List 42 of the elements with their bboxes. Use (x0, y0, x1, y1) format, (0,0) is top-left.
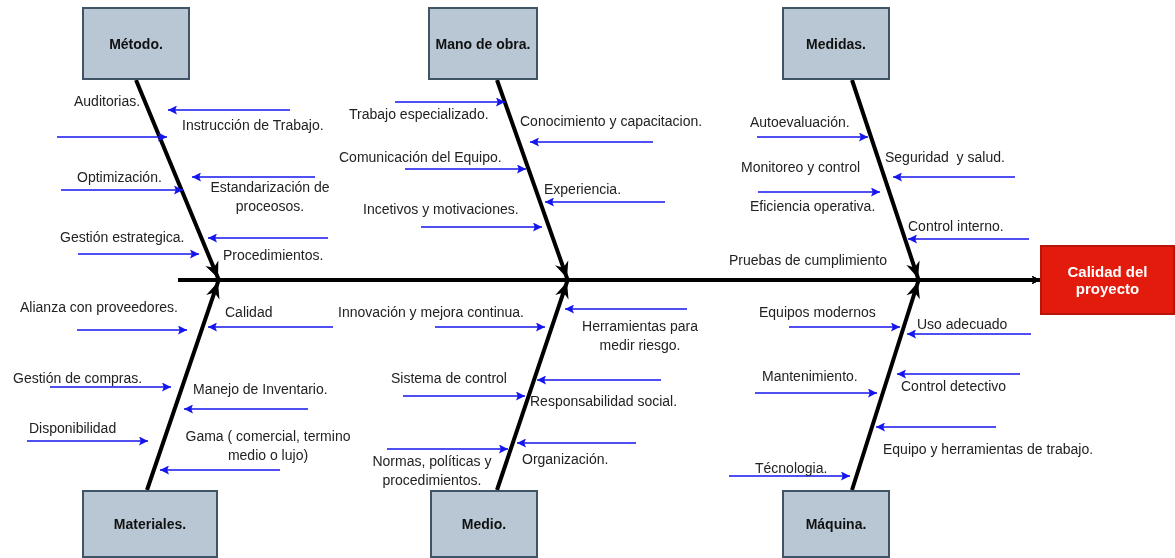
cause-label: Calidad (225, 303, 273, 322)
cause-label: Seguridad y salud. (885, 148, 1005, 167)
cause-label: Control interno. (908, 217, 1004, 236)
cause-label: Gestión de compras. (13, 369, 143, 388)
cause-label: Monitoreo y control (741, 158, 861, 177)
cause-label: Auditorias. (74, 92, 141, 111)
category-box: Método. (82, 7, 190, 80)
cause-label: Comunicación del Equipo. (339, 148, 502, 167)
cause-label: Equipo y herramientas de trabajo. (883, 440, 1094, 459)
cause-label: Uso adecuado (917, 315, 1008, 334)
category-box: Medio. (430, 490, 538, 558)
cause-label: Sistema de control (391, 369, 507, 388)
cause-label: Incetivos y motivaciones. (363, 200, 519, 219)
cause-label: Pruebas de cumplimiento (729, 251, 887, 270)
category-box: Máquina. (782, 490, 890, 558)
cause-label: Herramientas para medir riesgo. (581, 317, 699, 355)
cause-label: Disponibilidad (29, 419, 117, 438)
cause-label: Eficiencia operativa. (750, 197, 876, 216)
cause-label: Estandarización de proceosos. (209, 178, 331, 216)
cause-label: Organización. (522, 450, 609, 469)
cause-label: Instrucción de Trabajo. (182, 116, 324, 135)
cause-label: Normas, políticas y procedimientos. (371, 452, 493, 490)
cause-label: Innovación y mejora continua. (338, 303, 524, 322)
cause-label: Optimización. (77, 168, 162, 187)
cause-label: Gama ( comercial, termino medio o lujo) (184, 427, 352, 465)
cause-label: Autoevaluación. (750, 113, 850, 132)
cause-label: Experiencia. (544, 180, 622, 199)
cause-label: Responsabilidad social. (530, 392, 678, 411)
cause-label: Equipos modernos (759, 303, 876, 322)
category-box: Medidas. (782, 7, 890, 80)
cause-label: Mantenimiento. (762, 367, 858, 386)
cause-label: Gestión estrategica. (60, 228, 185, 247)
cause-label: Procedimientos. (223, 246, 324, 265)
cause-label: Alianza con proveedores. (20, 298, 178, 317)
cause-label: Técnologia. (755, 459, 828, 478)
cause-label: Conocimiento y capacitacion. (520, 112, 703, 131)
cause-label: Trabajo especializado. (349, 105, 489, 124)
cause-label: Control detectivo (901, 377, 1007, 396)
cause-label: Manejo de Inventario. (193, 380, 328, 399)
category-box: Mano de obra. (428, 7, 538, 80)
effect-box: Calidad del proyecto (1040, 245, 1175, 315)
category-box: Materiales. (82, 490, 218, 558)
